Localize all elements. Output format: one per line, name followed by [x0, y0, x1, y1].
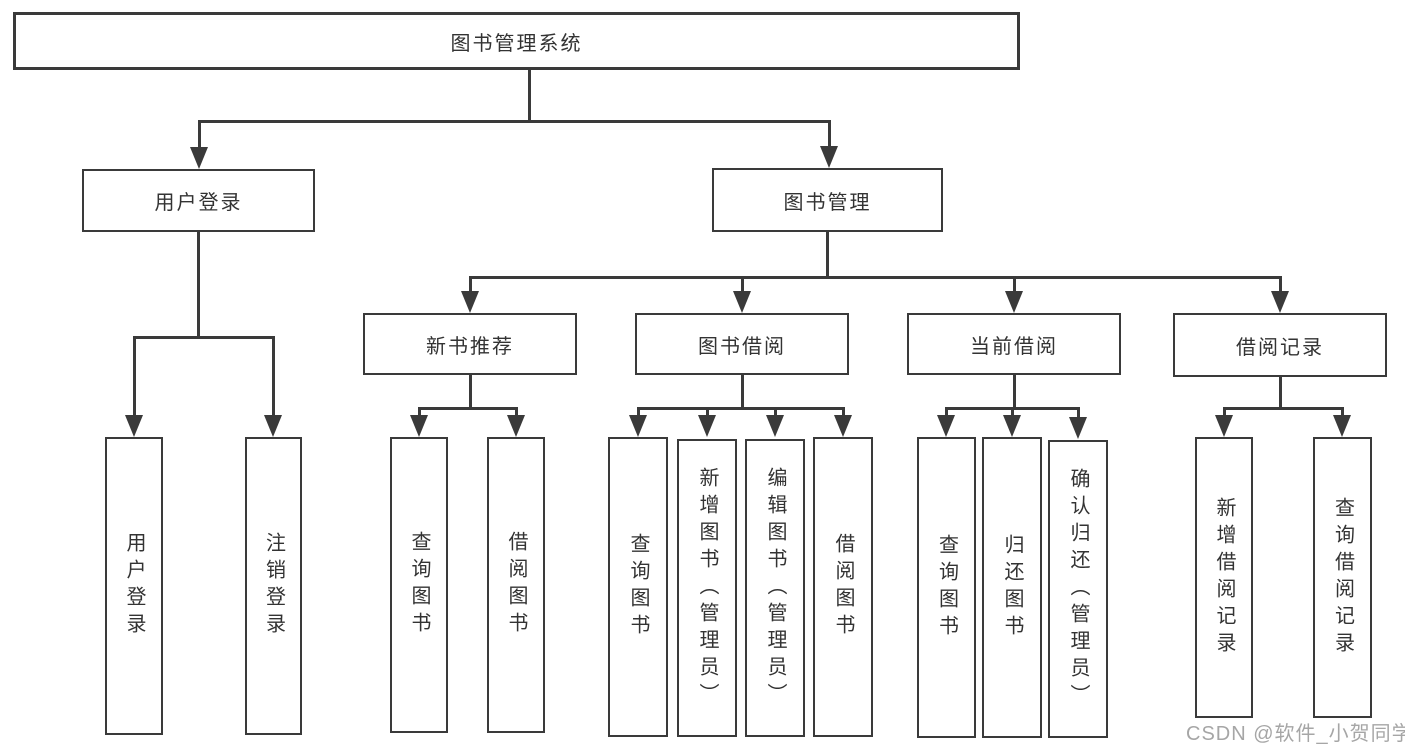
node-label: 确认归还（管理员） [1067, 467, 1089, 711]
arrow-down-icon [264, 415, 282, 437]
connector-line [469, 276, 472, 293]
node-label: 用户登录 [123, 532, 145, 640]
connector-line [272, 336, 275, 417]
arrow-down-icon [1069, 417, 1087, 439]
node-user-login: 用户登录 [82, 169, 315, 232]
leaf-query-borrow-record: 查询借阅记录 [1313, 437, 1372, 718]
connector-line [1011, 407, 1014, 418]
node-root-system: 图书管理系统 [13, 12, 1020, 70]
arrow-down-icon [1215, 415, 1233, 437]
node-label: 归还图书 [1001, 533, 1023, 642]
leaf-query-books: 查询图书 [608, 437, 668, 737]
node-label: 图书管理系统 [450, 32, 583, 55]
arrow-down-icon [733, 291, 751, 313]
node-label: 借阅图书 [505, 531, 527, 639]
connector-line [945, 407, 948, 418]
connector-line [528, 70, 531, 122]
node-new-book-recommend: 新书推荐 [363, 313, 577, 375]
leaf-query-books: 查询图书 [917, 437, 976, 738]
connector-line [198, 120, 831, 123]
arrow-down-icon [410, 415, 428, 437]
node-label: 借阅图书 [832, 533, 854, 641]
leaf-add-borrow-record: 新增借阅记录 [1195, 437, 1253, 718]
csdn-watermark: CSDN @软件_小贺同学 [1186, 723, 1405, 745]
node-current-borrow: 当前借阅 [907, 313, 1121, 375]
connector-line [637, 407, 640, 418]
arrow-down-icon [1005, 291, 1023, 313]
node-label: 新增图书（管理员） [696, 466, 718, 710]
connector-line [741, 375, 744, 409]
node-label: 编辑图书（管理员） [764, 466, 786, 710]
connector-line [133, 336, 274, 339]
arrow-down-icon [766, 415, 784, 437]
connector-line [515, 407, 518, 418]
connector-line [828, 120, 831, 147]
connector-line [1279, 276, 1282, 293]
node-label: 图书管理 [783, 191, 872, 214]
node-label: 查询图书 [408, 531, 430, 639]
leaf-borrow-books: 借阅图书 [813, 437, 873, 737]
connector-line [1013, 276, 1016, 293]
connector-line [418, 407, 421, 418]
connector-line [197, 232, 200, 338]
connector-line [1077, 407, 1080, 418]
connector-line [198, 120, 201, 148]
connector-line [469, 276, 1281, 279]
connector-line [637, 407, 844, 410]
arrow-down-icon [461, 291, 479, 313]
connector-line [1223, 407, 1343, 410]
connector-line [774, 407, 777, 418]
node-book-management: 图书管理 [712, 168, 943, 232]
node-label: 新增借阅记录 [1213, 496, 1235, 659]
leaf-add-books-admin: 新增图书（管理员） [677, 439, 737, 737]
node-label: 借阅记录 [1236, 336, 1324, 359]
connector-line [1013, 375, 1016, 409]
connector-line [133, 336, 136, 417]
node-label: 图书借阅 [698, 335, 786, 358]
node-label: 用户登录 [154, 192, 243, 214]
leaf-confirm-return-admin: 确认归还（管理员） [1048, 440, 1108, 738]
node-label: 注销登录 [262, 532, 285, 640]
connector-line [1223, 407, 1226, 418]
connector-line [706, 407, 709, 418]
connector-line [741, 276, 744, 293]
arrow-down-icon [1333, 415, 1351, 437]
leaf-edit-books-admin: 编辑图书（管理员） [745, 439, 805, 737]
node-label: 当前借阅 [970, 335, 1058, 358]
arrow-down-icon [1003, 415, 1021, 437]
leaf-logout: 注销登录 [245, 437, 302, 735]
node-label: 新书推荐 [426, 335, 514, 358]
connector-line [418, 407, 518, 410]
connector-line [469, 375, 472, 409]
arrow-down-icon [629, 415, 647, 437]
node-label: 查询图书 [935, 533, 958, 642]
connector-line [826, 232, 829, 278]
arrow-down-icon [507, 415, 525, 437]
arrow-down-icon [937, 415, 955, 437]
leaf-user-login: 用户登录 [105, 437, 163, 735]
arrow-down-icon [190, 147, 208, 169]
connector-line [1279, 377, 1282, 409]
connector-line [1341, 407, 1344, 418]
node-borrow-records: 借阅记录 [1173, 313, 1387, 377]
leaf-return-books: 归还图书 [982, 437, 1042, 738]
node-label: 查询借阅记录 [1331, 496, 1354, 659]
arrow-down-icon [820, 146, 838, 168]
arrow-down-icon [125, 415, 143, 437]
connector-line [842, 407, 845, 418]
node-label: 查询图书 [627, 533, 649, 641]
arrow-down-icon [698, 415, 716, 437]
node-book-borrow: 图书借阅 [635, 313, 849, 375]
leaf-query-books: 查询图书 [390, 437, 448, 733]
arrow-down-icon [1271, 291, 1289, 313]
leaf-borrow-books: 借阅图书 [487, 437, 545, 733]
arrow-down-icon [834, 415, 852, 437]
